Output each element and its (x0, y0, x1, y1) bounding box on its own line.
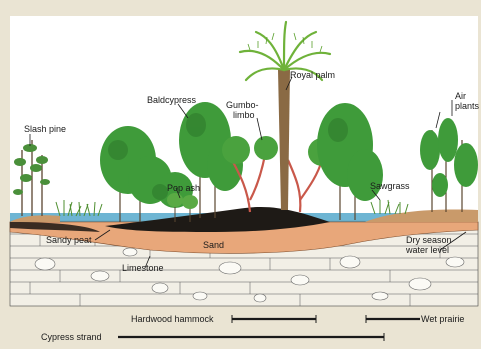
air-plants-label-line1: Air (455, 91, 466, 101)
air-plants-label-line2: plants (455, 101, 480, 111)
gumbo-limbo-label-line1: Gumbo- (226, 100, 259, 110)
hardwood-hammock-label: Hardwood hammock (131, 314, 214, 324)
dry-season-label-line1: Dry season (406, 235, 452, 245)
royal-palm-label: Royal palm (290, 70, 335, 80)
slash-pine-label: Slash pine (24, 124, 66, 134)
baldcypress-label: Baldcypress (147, 95, 197, 105)
pop-ash-label: Pop ash (167, 183, 200, 193)
wet-prairie-label: Wet prairie (421, 314, 464, 324)
gumbo-limbo-label-line2: limbo (233, 110, 255, 120)
sawgrass-label: Sawgrass (370, 181, 410, 191)
cypress-strand-label: Cypress strand (41, 332, 102, 342)
sand-label: Sand (203, 240, 224, 250)
limestone-label: Limestone (122, 263, 164, 273)
dry-season-label-line2: water level (405, 245, 449, 255)
sandy-peat-label: Sandy peat (46, 235, 92, 245)
